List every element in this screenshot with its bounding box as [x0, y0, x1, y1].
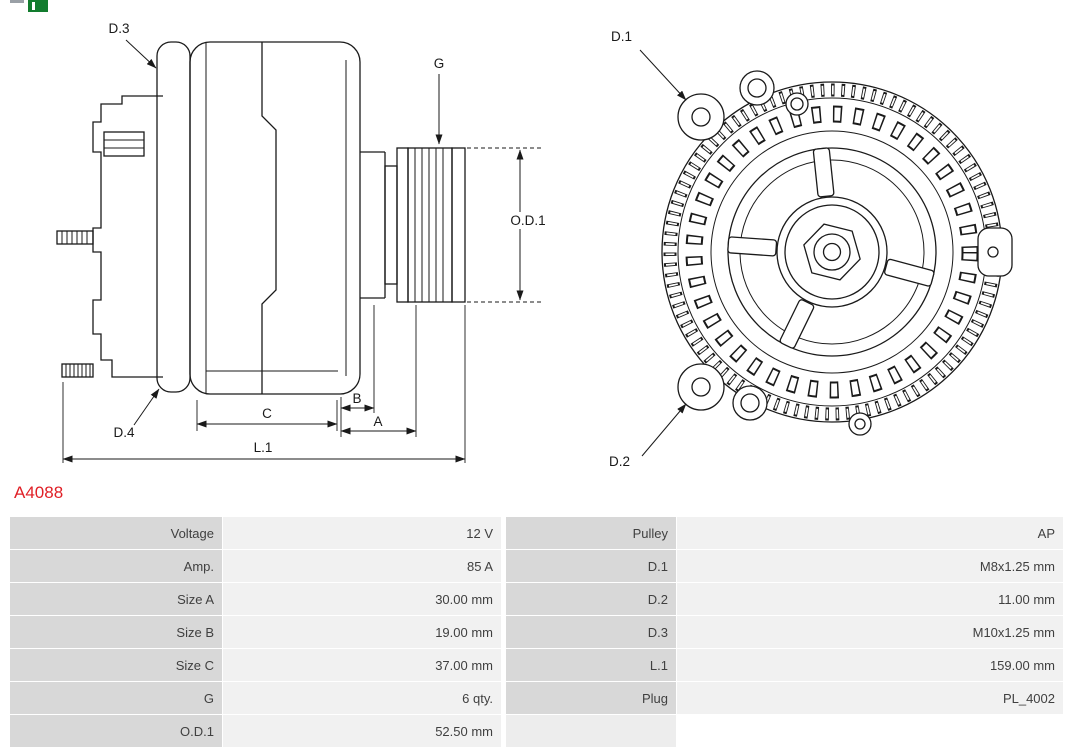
spec-label: O.D.1 — [10, 715, 222, 747]
spec-label: Voltage — [10, 517, 222, 549]
spec-label: Plug — [506, 682, 676, 714]
spec-label: Size B — [10, 616, 222, 648]
spec-label: D.3 — [506, 616, 676, 648]
spec-label: Pulley — [506, 517, 676, 549]
as-green-logo-fragment — [28, 0, 48, 12]
pulley-front-flange — [396, 147, 409, 303]
lower-stud-threads — [65, 364, 91, 377]
part-number: A4088 — [14, 483, 64, 502]
top-left-hole — [691, 107, 711, 127]
vent-slot-ring-light — [687, 107, 977, 397]
right-tab-hole — [987, 246, 999, 258]
table-row: G 6 qty. Plug PL_4002 — [10, 682, 1063, 714]
dim-label-c: C — [262, 406, 272, 421]
d4-leader-line — [133, 388, 160, 426]
slot-inner-edge — [710, 130, 954, 374]
spec-value: 11.00 mm — [677, 583, 1063, 615]
spoke-bottom — [779, 299, 815, 349]
dim-label-l1: L.1 — [254, 440, 273, 455]
terminal-stud-threads — [61, 231, 88, 244]
spec-value: AP — [677, 517, 1063, 549]
spec-label: L.1 — [506, 649, 676, 681]
spec-label: Size A — [10, 583, 222, 615]
table-row: Amp. 85 A D.1 M8x1.25 mm — [10, 550, 1063, 582]
spec-value: 52.50 mm — [223, 715, 501, 747]
pulley-groove-lines — [414, 148, 444, 302]
front-view-drawing — [661, 70, 1013, 436]
technical-drawing: D.3 G O.D.1 D.4 C B A L.1 — [56, 21, 1013, 469]
od1-label-bg — [500, 212, 556, 229]
shaft-spacer — [384, 165, 398, 285]
table-row: O.D.1 52.50 mm — [10, 715, 1063, 747]
mounting-plate — [156, 41, 191, 393]
spec-label: Amp. — [10, 550, 222, 582]
top-hole — [747, 78, 767, 98]
spec-value: 6 qty. — [223, 682, 501, 714]
spec-value: M8x1.25 mm — [677, 550, 1063, 582]
spec-value: 30.00 mm — [223, 583, 501, 615]
d2-leader-line — [641, 403, 687, 457]
rear-housing-detail — [103, 131, 145, 157]
rear-housing-ribs — [104, 139, 144, 149]
d3-leader-line — [125, 39, 157, 69]
spec-value: M10x1.25 mm — [677, 616, 1063, 648]
od1-extension-lines — [467, 147, 544, 303]
dim-label-d3: D.3 — [108, 21, 129, 36]
shaft-nut-hex — [803, 223, 861, 281]
spec-label-empty — [506, 715, 676, 747]
nut-washer-circle — [813, 233, 851, 271]
dim-label-g: G — [434, 56, 445, 71]
front-housing-body — [189, 41, 361, 395]
side-view-dimensions — [62, 39, 556, 463]
body-contour-zigzag — [261, 42, 277, 394]
dim-label-a: A — [373, 414, 382, 429]
shaft-nose — [360, 151, 386, 299]
front-view-leaders — [639, 49, 687, 457]
spec-label: G — [10, 682, 222, 714]
dim-label-d4: D.4 — [113, 425, 135, 440]
spec-value: PL_4002 — [677, 682, 1063, 714]
dim-label-b: B — [352, 391, 361, 406]
spec-label: D.1 — [506, 550, 676, 582]
spec-value: 12 V — [223, 517, 501, 549]
spoke-top — [812, 147, 835, 198]
table-row: Voltage 12 V Pulley AP — [10, 517, 1063, 549]
extension-lines — [62, 305, 466, 463]
spec-label: D.2 — [506, 583, 676, 615]
spec-value-empty — [677, 715, 1063, 747]
table-row: Size C 37.00 mm L.1 159.00 mm — [10, 649, 1063, 681]
dim-label-d1: D.1 — [611, 29, 632, 44]
logo-gray-fragment — [10, 0, 24, 3]
spec-table: Voltage 12 V Pulley AP Amp. 85 A D.1 M8x… — [10, 517, 1063, 748]
table-row: Size B 19.00 mm D.3 M10x1.25 mm — [10, 616, 1063, 648]
spoke-left — [727, 236, 778, 257]
terminal-stud — [56, 230, 94, 245]
side-view-drawing — [56, 41, 466, 395]
logo-inner-mark — [32, 2, 35, 10]
alternator-drawing-svg: D.3 G O.D.1 D.4 C B A L.1 — [56, 21, 1013, 469]
pulley-rear-flange — [451, 147, 466, 303]
shaft-center-circle — [822, 242, 842, 262]
spec-value: 159.00 mm — [677, 649, 1063, 681]
bottom-left-hole — [691, 377, 711, 397]
d1-leader-line — [639, 49, 687, 101]
pulley-inner-rim — [784, 204, 880, 300]
spec-value: 19.00 mm — [223, 616, 501, 648]
table-row: Size A 30.00 mm D.2 11.00 mm — [10, 583, 1063, 615]
upper-small-hole — [790, 97, 804, 111]
spec-value: 85 A — [223, 550, 501, 582]
dim-label-od1: O.D.1 — [510, 213, 545, 228]
bottom-right-hole — [854, 418, 866, 430]
spec-label: Size C — [10, 649, 222, 681]
dim-label-d2: D.2 — [609, 454, 630, 469]
spec-value: 37.00 mm — [223, 649, 501, 681]
bottom-hole — [740, 393, 760, 413]
spoke-right — [884, 258, 935, 287]
